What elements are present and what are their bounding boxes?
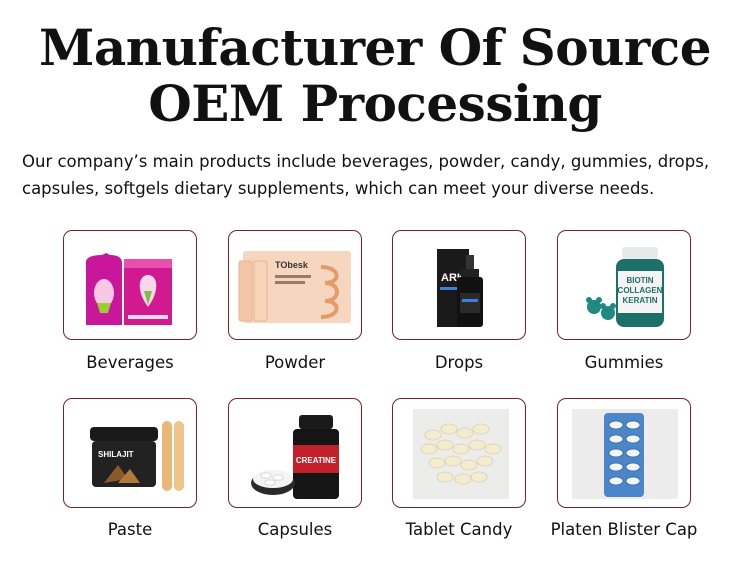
product-card-capsules[interactable]: CREATINE	[228, 398, 362, 508]
title-line-2: OEM Processing	[148, 74, 602, 133]
gummy-label-line-3: KERATIN	[623, 296, 658, 305]
gummy-label-line-2: COLLAGEN	[618, 286, 663, 295]
product-card-drops[interactable]: ARK	[392, 230, 526, 340]
product-card-gummies[interactable]: BIOTIN COLLAGEN KERATIN	[557, 230, 691, 340]
product-card-powder[interactable]: TObesk	[228, 230, 362, 340]
powder-sachet-image: TObesk	[238, 251, 351, 323]
product-card-paste[interactable]: SHILAJIT	[63, 398, 197, 508]
product-label-platen-blister-cap: Platen Blister Cap	[550, 520, 698, 539]
product-label-capsules: Capsules	[257, 520, 333, 539]
product-card-tablet-candy[interactable]	[392, 398, 526, 508]
capsule-bottle-image: CREATINE	[251, 415, 339, 499]
product-label-powder: Powder	[264, 353, 326, 372]
product-label-beverages: Beverages	[86, 353, 174, 372]
tablet-pile-image	[413, 409, 509, 499]
powder-box-brand: TObesk	[275, 260, 309, 270]
description-line-2: capsules, softgels dietary supplements, …	[22, 179, 655, 198]
product-label-gummies: Gummies	[584, 353, 664, 372]
paste-jar-image: SHILAJIT	[90, 421, 184, 491]
product-card-beverages[interactable]	[63, 230, 197, 340]
blister-pack-image	[572, 409, 678, 499]
gummy-label-line-1: BIOTIN	[626, 276, 653, 285]
paste-jar-brand: SHILAJIT	[98, 450, 134, 459]
gummy-jar-image: BIOTIN COLLAGEN KERATIN	[586, 247, 664, 327]
beverage-pouch-image	[86, 253, 172, 325]
capsule-bottle-label: CREATINE	[296, 456, 337, 465]
product-label-paste: Paste	[107, 520, 153, 539]
product-card-platen-blister-cap[interactable]	[557, 398, 691, 508]
title-line-1: Manufacturer Of Source	[38, 18, 712, 77]
description-line-1: Our company’s main products include beve…	[22, 152, 710, 171]
product-label-tablet-candy: Tablet Candy	[405, 520, 513, 539]
product-label-drops: Drops	[434, 353, 484, 372]
company-description: Our company’s main products include beve…	[22, 148, 742, 202]
dropper-bottle-image: ARK	[437, 249, 483, 327]
